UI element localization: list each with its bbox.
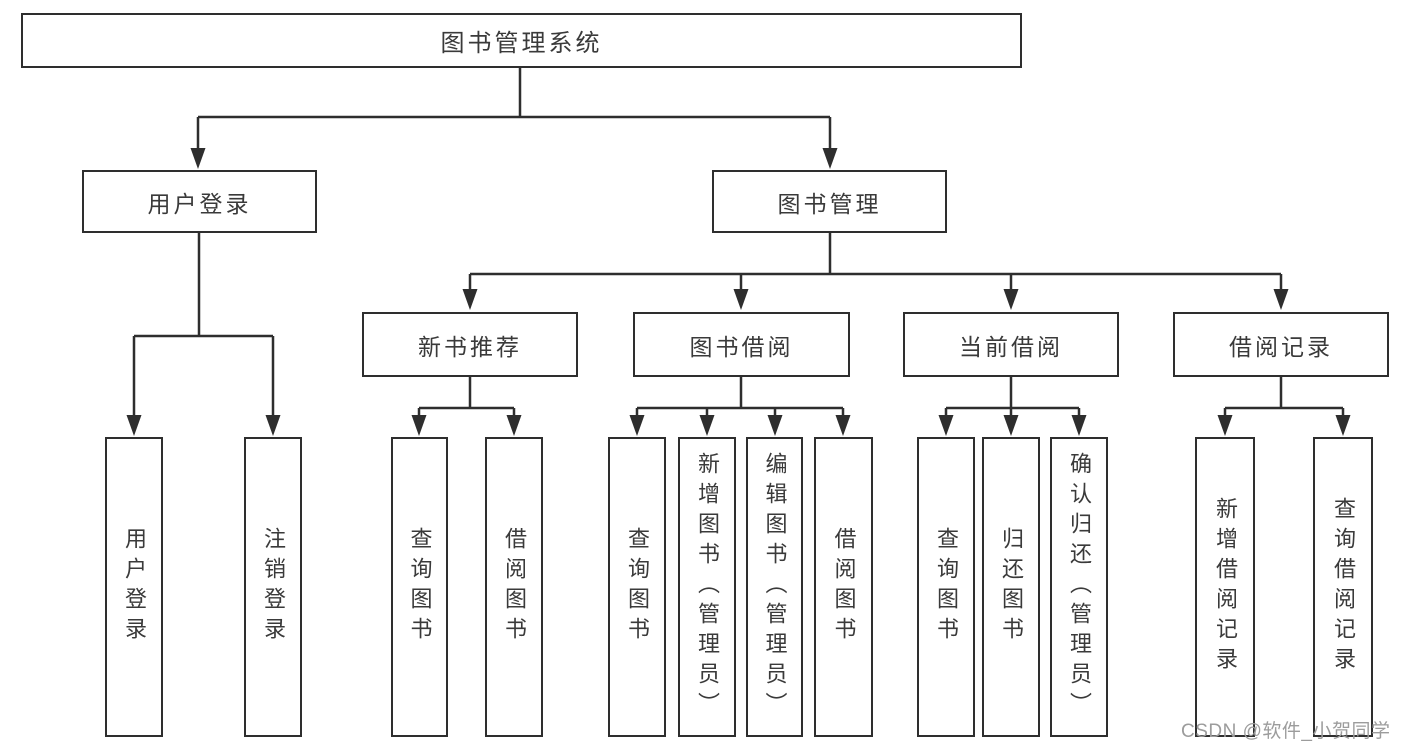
leaf-label: 查询图书 — [934, 527, 959, 647]
leaf-label: 编辑图书（管理员） — [762, 452, 788, 722]
leaf-label: 用户登录 — [122, 527, 147, 647]
connector-root-to-level2 — [196, 68, 832, 150]
node-user-login: 用户登录 — [82, 170, 317, 233]
node-label: 新书推荐 — [418, 333, 522, 360]
csdn-watermark: CSDN @软件_小贺同学 — [1181, 721, 1391, 742]
leaf-label: 借阅图书 — [831, 527, 857, 647]
leaf-label: 归还图书 — [999, 527, 1024, 647]
leaf-query-books-1: 查询图书 — [391, 437, 448, 737]
leaf-query-books-3: 查询图书 — [917, 437, 975, 737]
node-book-borrowing: 图书借阅 — [633, 312, 850, 377]
node-label: 用户登录 — [147, 190, 252, 217]
leaf-confirm-return-admin: 确认归还（管理员） — [1050, 437, 1108, 737]
connector-bookborrow-to-leaves — [635, 377, 845, 417]
leaf-add-books-admin: 新增图书（管理员） — [678, 437, 736, 737]
node-library-management-system: 图书管理系统 — [21, 13, 1022, 68]
leaf-label: 确认归还（管理员） — [1067, 452, 1092, 722]
leaf-label: 注销登录 — [261, 527, 286, 647]
connector-newbook-to-leaves — [417, 377, 516, 417]
node-borrowing-records: 借阅记录 — [1173, 312, 1389, 377]
node-label: 当前借阅 — [959, 333, 1063, 360]
node-label: 图书管理 — [777, 190, 882, 217]
leaf-label: 查询图书 — [407, 527, 433, 647]
connector-userlogin-to-leaves — [132, 233, 275, 417]
connector-borrowrecords-to-leaves — [1223, 377, 1345, 417]
connector-bookmgmt-to-level3 — [468, 233, 1283, 291]
leaf-label: 新增图书（管理员） — [695, 452, 720, 722]
node-label: 借阅记录 — [1229, 333, 1333, 360]
leaf-label: 新增借阅记录 — [1213, 497, 1238, 677]
leaf-user-login: 用户登录 — [105, 437, 163, 737]
leaf-label: 查询图书 — [625, 527, 650, 647]
node-current-borrowing: 当前借阅 — [903, 312, 1119, 377]
connector-currentborrow-to-leaves — [944, 377, 1081, 417]
leaf-query-borrow-record: 查询借阅记录 — [1313, 437, 1373, 737]
leaf-add-borrow-record: 新增借阅记录 — [1195, 437, 1255, 737]
node-new-book-recommendation: 新书推荐 — [362, 312, 578, 377]
leaf-return-books: 归还图书 — [982, 437, 1040, 737]
node-label: 图书借阅 — [689, 333, 794, 360]
node-label: 图书管理系统 — [440, 30, 603, 57]
leaf-borrow-books-1: 借阅图书 — [485, 437, 543, 737]
leaf-label: 借阅图书 — [502, 527, 527, 647]
leaf-edit-books-admin: 编辑图书（管理员） — [746, 437, 803, 737]
arrowheads — [126, 148, 1351, 436]
leaf-logout: 注销登录 — [244, 437, 302, 737]
node-book-management: 图书管理 — [712, 170, 947, 233]
leaf-query-books-2: 查询图书 — [608, 437, 666, 737]
leaf-label: 查询借阅记录 — [1331, 497, 1356, 677]
leaf-borrow-books-2: 借阅图书 — [814, 437, 873, 737]
